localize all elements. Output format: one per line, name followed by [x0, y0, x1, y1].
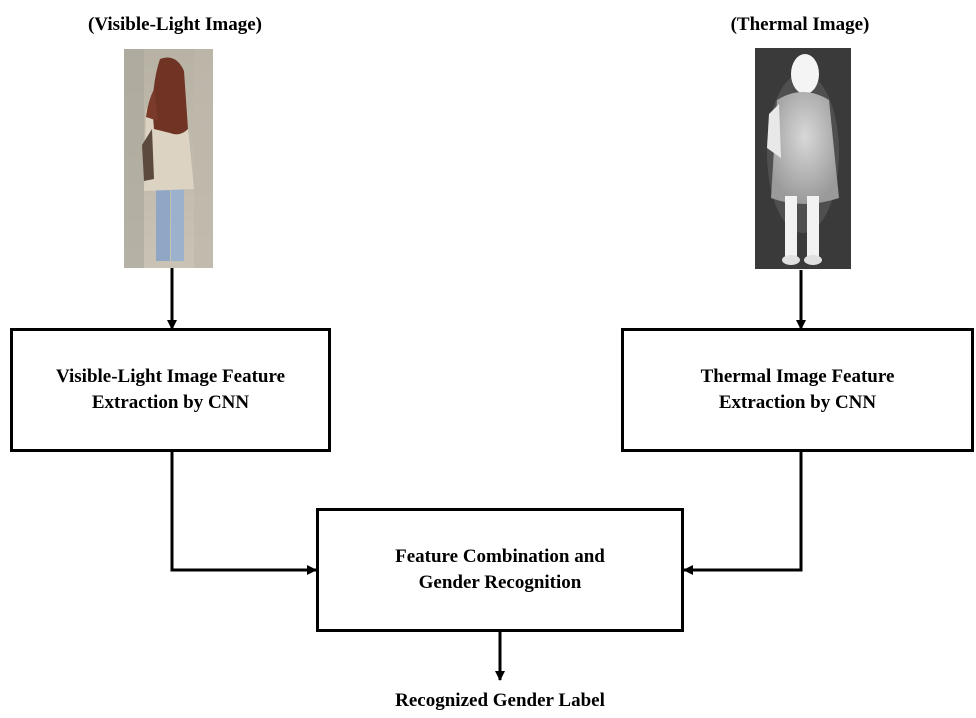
thermal-image-caption: (Thermal Image) — [730, 14, 870, 35]
output-label: Recognized Gender Label — [395, 690, 605, 711]
fusion-box-line-1: Feature Combination and — [395, 546, 605, 567]
fusion-box-line-2: Gender Recognition — [418, 572, 582, 593]
visible-feature-extraction-box: Visible-Light Image Feature Extraction b… — [10, 328, 331, 452]
feature-combination-box: Feature Combination and Gender Recogniti… — [316, 508, 684, 632]
thermal-feature-extraction-box: Thermal Image Feature Extraction by CNN — [621, 328, 974, 452]
visible-box-line-2: Extraction by CNN — [91, 392, 250, 413]
visible-light-image — [124, 49, 213, 268]
thermal-image — [755, 48, 851, 269]
visible-image-caption: (Visible-Light Image) — [88, 14, 262, 35]
thermal-box-line-2: Extraction by CNN — [718, 392, 877, 413]
visible-box-line-1: Visible-Light Image Feature — [55, 366, 286, 387]
thermal-box-line-1: Thermal Image Feature — [700, 366, 895, 387]
